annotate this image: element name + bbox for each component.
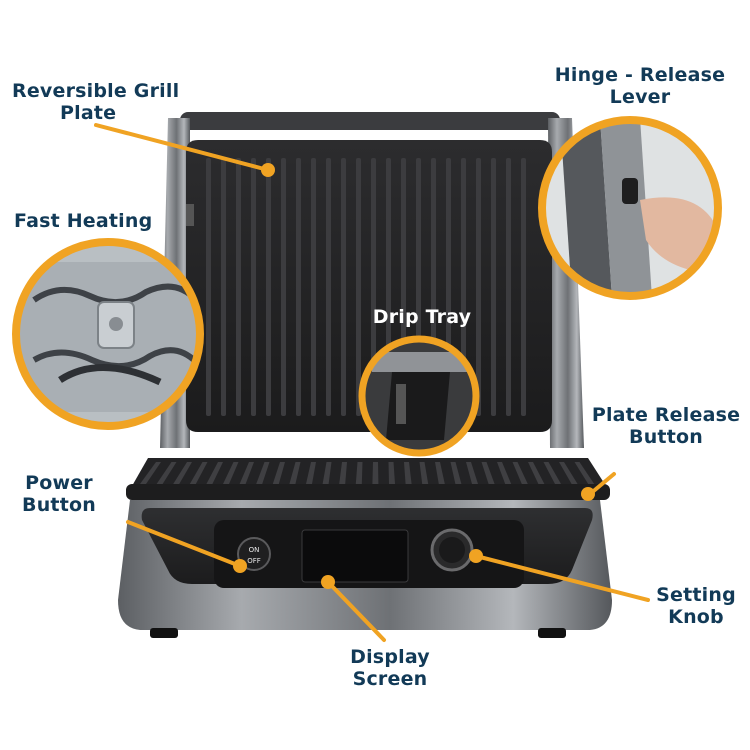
foot-left <box>150 628 178 638</box>
grill-rib <box>251 158 256 416</box>
foot-right <box>538 628 566 638</box>
grill-rib <box>497 462 512 484</box>
lower-grill-ribs <box>140 462 595 484</box>
display-screen <box>301 529 409 583</box>
grill-rib <box>140 462 161 484</box>
label-line: Reversible Grill <box>12 80 180 102</box>
callout-dot-grill-plate <box>261 163 275 177</box>
lid-clip <box>186 204 194 226</box>
grill-rib <box>189 462 208 484</box>
grill-rib <box>419 462 429 484</box>
grill-rib <box>221 158 226 416</box>
grill-rib <box>236 158 241 416</box>
label-line: Power <box>25 472 93 494</box>
grill-rib <box>239 462 254 484</box>
label-reversible-grill-plate: Reversible Grill Plate <box>12 80 179 124</box>
fast-heating-ring <box>12 238 204 430</box>
grill-rib <box>281 158 286 416</box>
grill-rib <box>476 158 481 416</box>
grill-rib <box>296 158 301 416</box>
label-line: Lever <box>609 86 671 108</box>
grill-rib <box>435 462 445 484</box>
grill-rib <box>461 158 466 416</box>
upper-grill-ribs <box>206 158 526 416</box>
label-line: Screen <box>352 668 428 690</box>
callout-line-knob <box>474 554 650 602</box>
grill-rib <box>521 158 526 416</box>
grill-rib <box>306 462 316 484</box>
grill-rib <box>506 158 511 416</box>
hinge-release-inset <box>538 116 722 300</box>
grill-rib <box>156 462 177 484</box>
grill-rib <box>559 462 578 484</box>
fast-heating-inset <box>12 238 204 430</box>
label-line: Knob <box>668 606 724 628</box>
lower-plate-rim <box>126 484 610 500</box>
callout-dot-plate-release <box>581 487 595 501</box>
label-line: Display <box>350 646 430 668</box>
grill-rib <box>543 462 561 484</box>
label-plate-release-button: Plate Release Button <box>584 404 748 448</box>
grill-rib <box>466 462 478 484</box>
label-setting-knob: Setting Knob <box>650 584 742 628</box>
grill-rib <box>341 158 346 416</box>
grill-rib <box>311 158 316 416</box>
hinge-release-ring <box>538 116 722 300</box>
grill-rib <box>289 462 301 484</box>
grill-rib <box>491 158 496 416</box>
grill-rib <box>512 462 528 484</box>
grill-rib <box>339 462 347 484</box>
callout-dot-power <box>233 559 247 573</box>
grill-rib <box>355 462 363 484</box>
grill-rib <box>356 158 361 416</box>
grill-rib <box>574 462 595 484</box>
label-line: Button <box>22 494 96 516</box>
grill-rib <box>206 462 223 484</box>
callout-line-grill-plate <box>94 123 270 172</box>
callout-dot-display <box>321 575 335 589</box>
drip-tray-inset <box>358 335 480 457</box>
grill-rib <box>404 462 412 484</box>
grill-rib <box>388 462 395 484</box>
grill-rib <box>173 462 192 484</box>
grill-rib <box>528 462 545 484</box>
grill-rib <box>450 462 462 484</box>
label-fast-heating: Fast Heating <box>14 210 152 232</box>
label-line: Drip Tray <box>372 306 472 328</box>
grill-rib <box>256 462 270 484</box>
label-display-screen: Display Screen <box>338 646 442 690</box>
callout-line-power <box>126 520 242 568</box>
grill-rib <box>272 462 285 484</box>
label-line: Button <box>629 426 703 448</box>
callout-line-display <box>328 582 386 642</box>
grill-rib <box>223 462 239 484</box>
callout-dot-knob <box>469 549 483 563</box>
drip-tray-ring <box>358 335 480 457</box>
label-line: Hinge - Release <box>554 64 726 86</box>
label-line: Plate <box>60 102 117 124</box>
grill-rib <box>322 462 332 484</box>
grill-rib <box>371 158 376 416</box>
setting-knob-center <box>439 537 465 563</box>
label-power-button: Power Button <box>14 472 104 516</box>
callout-dots <box>233 163 595 589</box>
label-hinge-release-lever: Hinge - Release Lever <box>540 64 740 108</box>
power-on-text: ON <box>249 546 260 554</box>
lid-handle <box>180 112 560 130</box>
grill-rib <box>206 158 211 416</box>
power-off-text: OFF <box>247 557 261 565</box>
power-switch[interactable] <box>237 537 271 571</box>
grill-rib <box>326 158 331 416</box>
label-drip-tray: Drip Tray <box>360 306 484 328</box>
label-line: Setting <box>656 584 736 606</box>
grill-rib <box>481 462 495 484</box>
grill-rib <box>372 462 379 484</box>
label-line: Plate Release <box>591 404 741 426</box>
label-line: Fast Heating <box>14 210 153 232</box>
grill-rib <box>266 158 271 416</box>
